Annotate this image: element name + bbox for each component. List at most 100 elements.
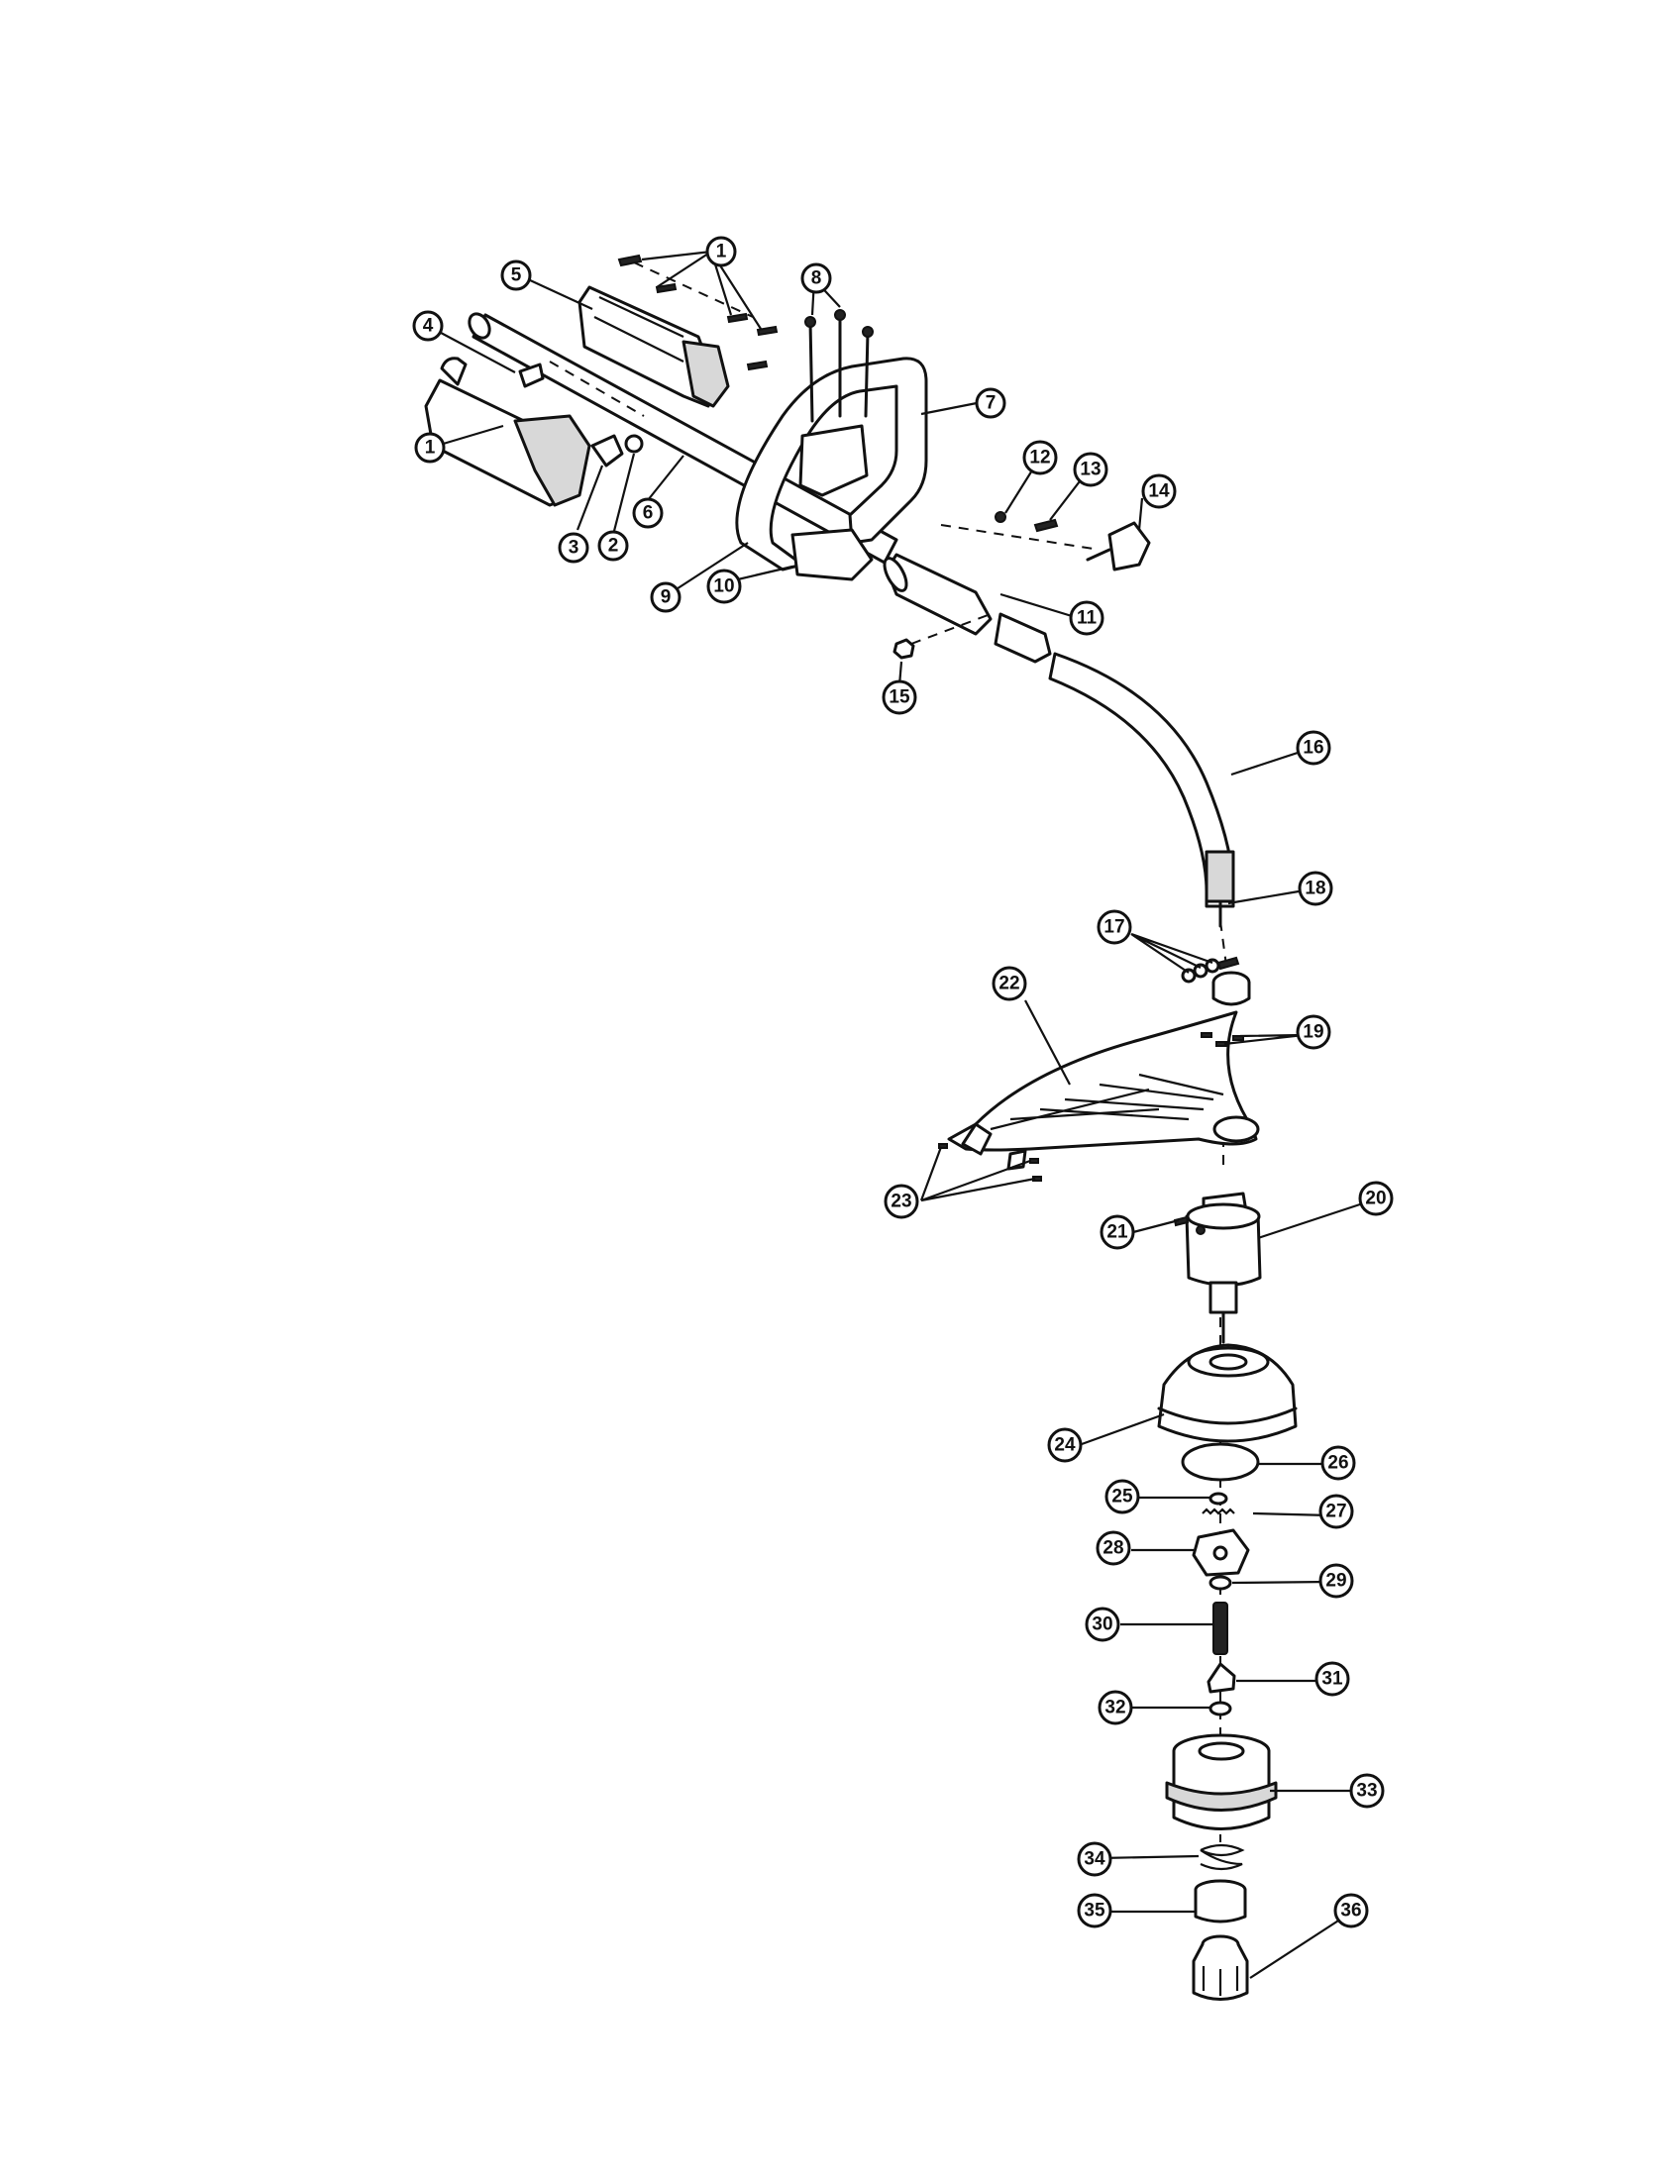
callout-label-35: 35 xyxy=(1084,1901,1105,1922)
callout-24: 24 xyxy=(1047,1427,1083,1463)
callout-label-28: 28 xyxy=(1102,1538,1123,1559)
throttle-housing-right xyxy=(578,285,730,408)
callout-28: 28 xyxy=(1096,1530,1131,1566)
callout-label-29: 29 xyxy=(1325,1571,1346,1592)
debris-shield xyxy=(947,1010,1260,1156)
ratchet-28 xyxy=(1192,1528,1250,1577)
callout-label-5: 5 xyxy=(511,265,522,286)
callout-21: 21 xyxy=(1100,1214,1135,1250)
trigger-lock xyxy=(518,363,545,388)
coupler-knob xyxy=(1086,521,1151,572)
gearbox xyxy=(1185,1192,1262,1344)
callout-7: 7 xyxy=(975,387,1006,419)
callout-19: 19 xyxy=(1296,1014,1331,1050)
callout-label-25: 25 xyxy=(1111,1487,1133,1508)
coupler-nut xyxy=(892,638,915,660)
callout-27: 27 xyxy=(1318,1494,1354,1529)
callout-label-12: 12 xyxy=(1029,448,1050,468)
callout-34: 34 xyxy=(1077,1841,1112,1877)
callout-10: 10 xyxy=(706,569,742,604)
callout-29: 29 xyxy=(1318,1563,1354,1599)
callout-32: 32 xyxy=(1098,1690,1133,1725)
spring-30 xyxy=(1212,1602,1228,1655)
callout-8: 8 xyxy=(800,262,832,294)
o-ring-32 xyxy=(1208,1701,1232,1716)
trimmer-head-cover xyxy=(1157,1343,1298,1443)
callout-label-8: 8 xyxy=(811,268,822,289)
callout-label-21: 21 xyxy=(1106,1222,1128,1243)
callout-label-6: 6 xyxy=(643,503,654,524)
callout-16: 16 xyxy=(1296,730,1331,766)
callout-label-4: 4 xyxy=(423,316,434,337)
callout-22: 22 xyxy=(992,966,1027,1001)
callout-23: 23 xyxy=(884,1184,919,1219)
spring-27 xyxy=(1202,1508,1235,1515)
callout-1b: 1 xyxy=(414,432,446,464)
callout-label-15: 15 xyxy=(889,687,910,708)
callout-label-14: 14 xyxy=(1148,481,1170,502)
callout-11: 11 xyxy=(1069,600,1104,636)
gearbox-screw xyxy=(1173,1215,1190,1227)
callout-label-26: 26 xyxy=(1327,1453,1348,1474)
bump-knob-36 xyxy=(1192,1934,1249,2001)
o-ring-26 xyxy=(1181,1442,1260,1482)
callout-15: 15 xyxy=(882,679,917,715)
callout-label-36: 36 xyxy=(1340,1901,1361,1922)
callout-33: 33 xyxy=(1349,1773,1385,1809)
throttle-trigger xyxy=(590,434,644,468)
coupler xyxy=(883,553,1052,664)
spool-33 xyxy=(1165,1733,1278,1830)
callout-3: 3 xyxy=(558,532,589,564)
callout-31: 31 xyxy=(1314,1661,1350,1697)
coupler-screws xyxy=(995,511,1059,533)
handle-bolts xyxy=(804,309,874,423)
callout-label-13: 13 xyxy=(1080,460,1101,480)
callout-label-20: 20 xyxy=(1365,1189,1386,1209)
callout-label-19: 19 xyxy=(1303,1022,1323,1043)
callout-label-7: 7 xyxy=(986,393,997,414)
callout-label-18: 18 xyxy=(1305,879,1325,899)
callout-label-2: 2 xyxy=(608,536,619,557)
callout-label-16: 16 xyxy=(1303,738,1323,759)
callout-35: 35 xyxy=(1077,1893,1112,1928)
callout-label-22: 22 xyxy=(998,974,1019,994)
spring-34 xyxy=(1200,1843,1245,1871)
eyelet-35 xyxy=(1194,1879,1247,1924)
callout-13: 13 xyxy=(1073,452,1108,487)
callout-label-3: 3 xyxy=(569,538,579,559)
callout-label-31: 31 xyxy=(1321,1669,1343,1690)
callout-label-1a: 1 xyxy=(716,242,727,262)
callout-label-17: 17 xyxy=(1103,917,1124,938)
callout-12: 12 xyxy=(1022,440,1058,475)
callout-18: 18 xyxy=(1298,871,1333,906)
callout-30: 30 xyxy=(1085,1607,1120,1642)
callout-5: 5 xyxy=(500,260,532,291)
callout-36: 36 xyxy=(1333,1893,1369,1928)
callout-label-34: 34 xyxy=(1084,1849,1105,1870)
callout-label-10: 10 xyxy=(713,576,734,597)
callout-20: 20 xyxy=(1358,1181,1394,1216)
callout-17: 17 xyxy=(1097,909,1132,945)
clamp-hardware xyxy=(1181,956,1251,1006)
callout-label-9: 9 xyxy=(661,587,672,608)
callout-label-30: 30 xyxy=(1092,1614,1112,1635)
throttle-housing-left xyxy=(424,357,591,507)
washer-29 xyxy=(1208,1575,1232,1591)
callout-label-27: 27 xyxy=(1325,1502,1346,1522)
callout-4: 4 xyxy=(412,310,444,342)
screws-group-1 xyxy=(617,254,779,371)
callout-25: 25 xyxy=(1104,1479,1140,1514)
cam-31 xyxy=(1207,1662,1236,1694)
leader-lines xyxy=(427,250,1373,1979)
lower-shaft xyxy=(1048,652,1235,928)
callout-1a: 1 xyxy=(705,236,737,267)
callout-label-1b: 1 xyxy=(425,438,436,459)
callout-label-32: 32 xyxy=(1104,1698,1125,1718)
callout-6: 6 xyxy=(632,497,664,529)
callout-label-33: 33 xyxy=(1356,1781,1377,1802)
callout-label-24: 24 xyxy=(1054,1435,1076,1456)
washer-25 xyxy=(1208,1492,1228,1506)
callout-2: 2 xyxy=(597,530,629,562)
callout-26: 26 xyxy=(1320,1445,1356,1481)
